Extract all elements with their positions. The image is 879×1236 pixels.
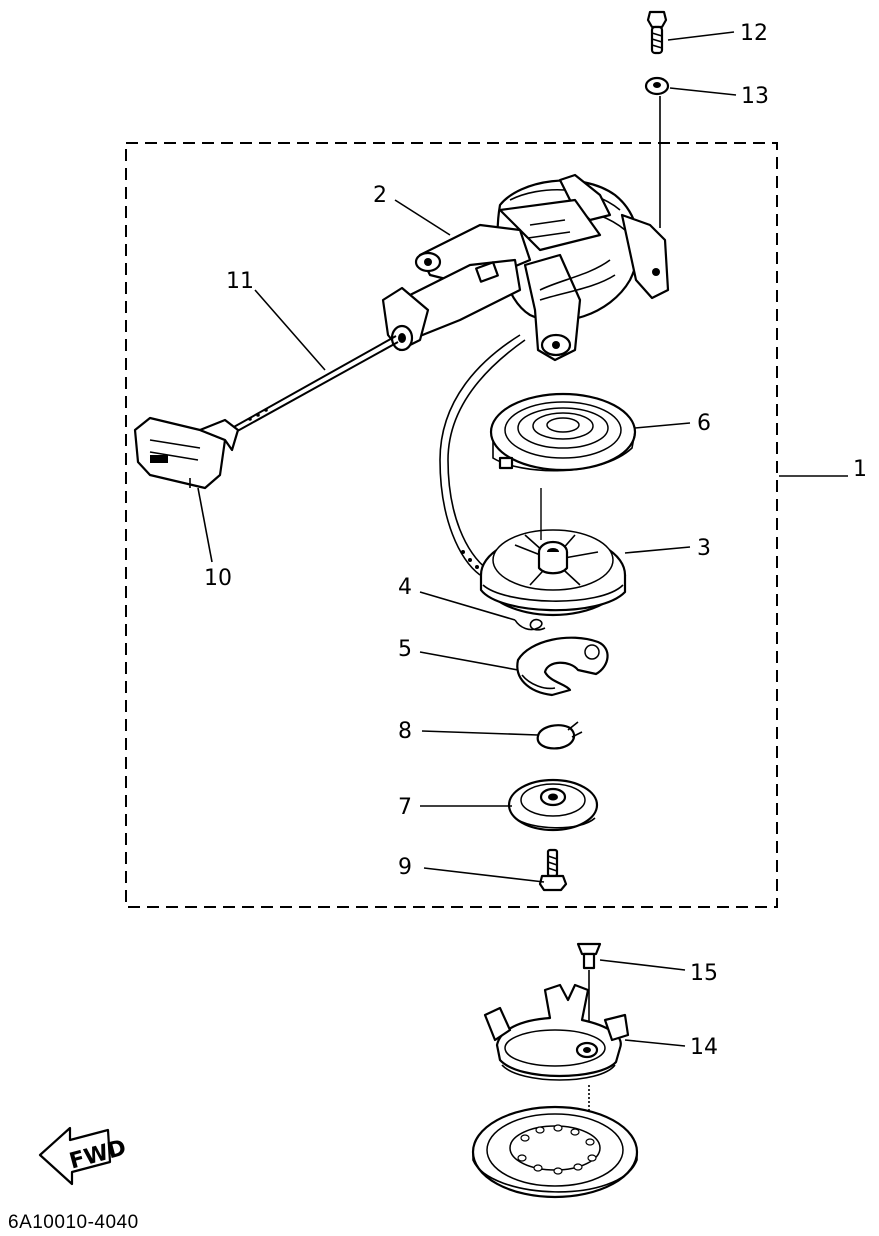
callout-15: 15: [690, 961, 718, 986]
plate-part: [507, 778, 599, 832]
callout-7: 7: [398, 795, 412, 820]
drive-pawl-part: [516, 636, 609, 697]
flywheel-disk-part: [471, 1105, 639, 1199]
callout-14: 14: [690, 1035, 718, 1060]
callout-11: 11: [226, 269, 254, 294]
center-bolt-part: [538, 848, 568, 892]
callout-2: 2: [373, 183, 387, 208]
drive-pulley-part: [479, 529, 627, 617]
clip-part: [536, 721, 583, 750]
callout-5: 5: [398, 637, 412, 662]
assembly-group-box: [125, 142, 778, 908]
callout-13: 13: [741, 84, 769, 109]
leader-lines: [197, 31, 848, 1047]
washer-part: [644, 76, 670, 228]
return-spring-part: [514, 618, 546, 631]
callout-1: 1: [853, 457, 867, 482]
callout-3: 3: [697, 536, 711, 561]
flat-screw-part: [576, 942, 602, 1030]
bolt-part: [646, 10, 668, 55]
starter-handle-part: [133, 416, 240, 490]
starter-rope-part: [231, 334, 526, 576]
callout-labels: 12 13 2 11 6 1 3 10 4 5 8 7 9 15 14: [204, 21, 867, 1060]
callout-4: 4: [398, 575, 412, 600]
callout-10: 10: [204, 566, 232, 591]
fwd-arrow-icon: FWD: [38, 1126, 129, 1186]
spiral-spring-part: [489, 392, 637, 472]
callout-12: 12: [740, 21, 768, 46]
callout-8: 8: [398, 719, 412, 744]
drive-plate-part: [483, 983, 630, 1160]
document-code: 6A10010-4040: [8, 1212, 139, 1233]
callout-6: 6: [697, 411, 711, 436]
callout-9: 9: [398, 855, 412, 880]
starter-housing-part: [381, 173, 670, 362]
